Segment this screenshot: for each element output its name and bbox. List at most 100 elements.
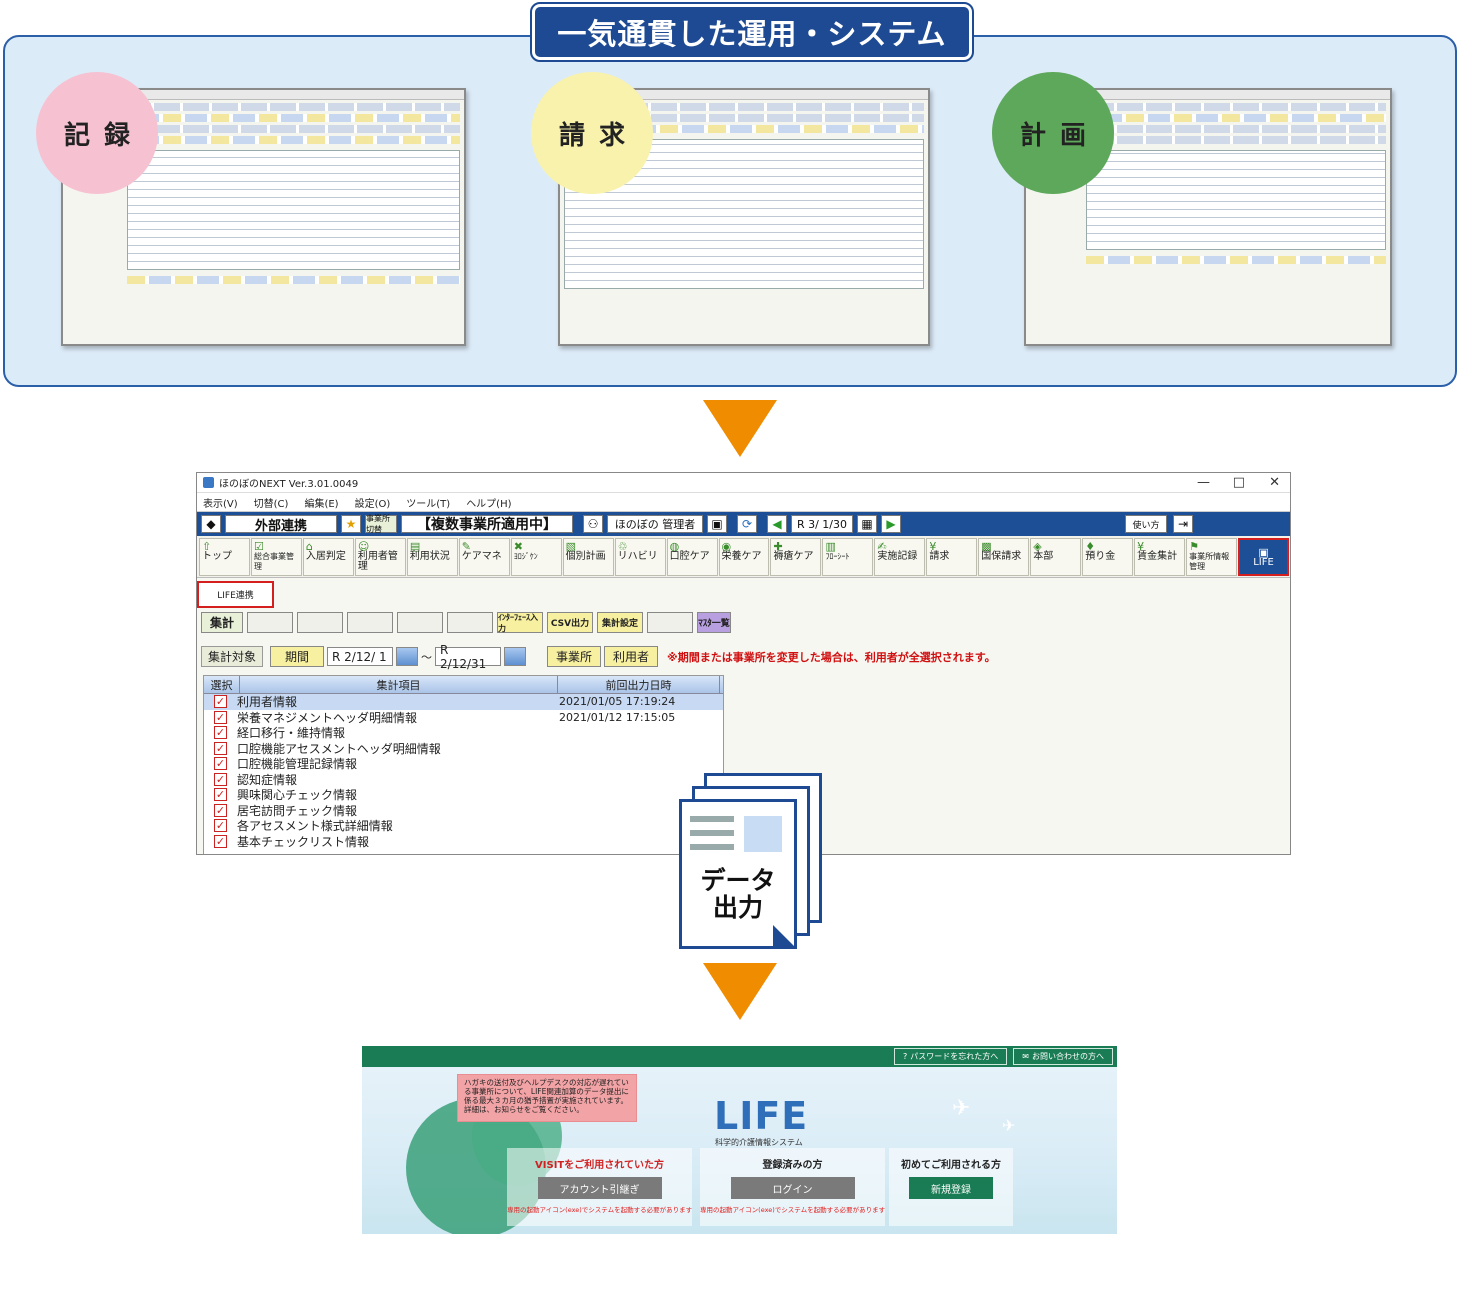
mode-tab-icon-6: ✖ (513, 540, 523, 553)
table-row[interactable]: ✓経口移行・維持情報 (204, 725, 723, 741)
maximize-button[interactable]: □ (1232, 475, 1245, 490)
select-checkbox[interactable]: ✓ (214, 741, 227, 755)
collect-item-name: 認知症情報 (237, 772, 298, 787)
mode-tab-label: リハビリ (617, 551, 658, 562)
mode-tab-label: 本部 (1033, 551, 1054, 562)
exit-icon[interactable]: ⇥ (1173, 515, 1193, 533)
users-icon[interactable]: ⚇ (583, 515, 603, 533)
camera-icon[interactable]: ▣ (707, 515, 727, 533)
header-last-output[interactable]: 前回出力日時 (558, 676, 720, 693)
help-button[interactable]: 使い方 (1125, 515, 1167, 533)
select-checkbox[interactable]: ✓ (214, 710, 227, 724)
menu-item-1[interactable]: 切替(C) (253, 498, 289, 510)
period-to-field[interactable]: R 2/12/31 (435, 643, 502, 671)
forgot-password-link[interactable]: ? パスワードを忘れた方へ (894, 1048, 1008, 1065)
select-checkbox[interactable]: ✓ (214, 757, 227, 771)
mode-tab-icon-7: ▧ (565, 540, 577, 553)
panel-button-2[interactable]: 新規登録 (909, 1177, 993, 1199)
panel-button-0[interactable]: アカウント引継ぎ (537, 1177, 662, 1199)
mode-tab-13[interactable]: ✍実施記録 (874, 538, 926, 576)
plan-label: 計画 (1019, 120, 1100, 151)
menu-item-5[interactable]: ヘルプ(H) (466, 498, 512, 510)
select-checkbox[interactable]: ✓ (214, 819, 227, 833)
mode-tab-icon-16: ◈ (1033, 540, 1042, 553)
mode-tab-label: 栄養ケア (721, 551, 762, 562)
header-select[interactable]: 選択 (204, 676, 240, 693)
mode-tab-12[interactable]: ▥ﾌﾛｰｼｰﾄ (822, 538, 874, 576)
calendar-from-icon[interactable] (396, 647, 419, 666)
period-from-field[interactable]: R 2/12/ 1 (327, 647, 394, 666)
billing-circle: 請求 (531, 72, 653, 194)
collect-setting-button[interactable]: 集計設定 (597, 612, 643, 633)
mode-tab-3[interactable]: ☺利用者管理 (354, 538, 406, 576)
table-row[interactable]: ✓興味関心チェック情報 (204, 787, 723, 803)
data-output-label: データ 出力 (688, 867, 788, 921)
mode-tab-20[interactable]: ▣LIFE (1238, 538, 1290, 576)
calendar-icon[interactable]: ▦ (857, 515, 877, 533)
period-button[interactable]: 期間 (270, 646, 325, 667)
mode-tab-14[interactable]: ¥請求 (926, 538, 978, 576)
office-button[interactable]: 事業所 (547, 646, 602, 667)
header-item[interactable]: 集計項目 (240, 676, 558, 693)
minimize-button[interactable]: — (1197, 475, 1210, 490)
tilde: ～ (421, 650, 433, 664)
last-output-time: 2021/01/05 17:19:24 (559, 695, 676, 709)
mode-tab-label: 実施記録 (877, 551, 918, 562)
table-row[interactable]: ✓各アセスメント様式詳細情報 (204, 818, 723, 834)
contact-link[interactable]: ✉ お問い合わせの方へ (1013, 1048, 1113, 1065)
collect-button[interactable]: 集計 (201, 612, 243, 633)
mode-tab-18[interactable]: ¥賃金集計 (1134, 538, 1186, 576)
mode-tab-5[interactable]: ✎ケアマネ (458, 538, 510, 576)
table-row[interactable]: ✓口腔機能アセスメントヘッダ明細情報 (204, 741, 723, 757)
table-row[interactable]: ✓口腔機能管理記録情報 (204, 756, 723, 772)
mode-tab-7[interactable]: ▧個別計画 (562, 538, 614, 576)
mode-tab-9[interactable]: ◍口腔ケア (666, 538, 718, 576)
calendar-to-icon[interactable] (504, 647, 527, 666)
mode-tab-icon-15: ▩ (981, 540, 992, 553)
select-checkbox[interactable]: ✓ (214, 726, 227, 740)
mode-tab-8[interactable]: ♲リハビリ (614, 538, 666, 576)
user-button[interactable]: 利用者 (604, 646, 659, 667)
prev-arrow-icon[interactable]: ◀ (767, 515, 787, 533)
close-button[interactable]: ✕ (1269, 475, 1280, 490)
mode-tab-2[interactable]: ⌂入居判定 (302, 538, 354, 576)
table-row[interactable]: ✓ 認知症情報 (204, 772, 723, 788)
star-icon[interactable]: ★ (341, 515, 361, 533)
mode-tab-4[interactable]: ▤利用状況 (406, 538, 458, 576)
office-mode: 【複数事業所適用中】 (401, 515, 573, 533)
select-checkbox[interactable]: ✓ (214, 803, 227, 817)
table-row[interactable]: ✓基本チェックリスト情報 (204, 834, 723, 850)
mode-tab-10[interactable]: ◉栄養ケア (718, 538, 770, 576)
select-checkbox[interactable]: ✓ (214, 695, 227, 709)
table-row[interactable]: ✓居宅訪問チェック情報 (204, 803, 723, 819)
panel-button-1[interactable]: ログイン (730, 1177, 855, 1199)
menu-item-2[interactable]: 編集(E) (304, 498, 339, 510)
life-link-tab[interactable]: LIFE連携 (197, 581, 274, 608)
next-arrow-icon[interactable]: ▶ (881, 515, 901, 533)
mode-tab-11[interactable]: ✚褥瘡ケア (770, 538, 822, 576)
mode-tab-19[interactable]: ⚑事業所情報管理 (1186, 538, 1238, 576)
mode-tab-icon-18: ¥ (1137, 540, 1145, 553)
refresh-icon[interactable]: ⟳ (737, 515, 757, 533)
select-checkbox[interactable]: ✓ (214, 788, 227, 802)
mode-tab-16[interactable]: ◈本部 (1030, 538, 1082, 576)
login-panel-1: 登録済みの方ログイン専用の起動アイコン(exe)でシステムを起動する必要がありま… (700, 1148, 885, 1226)
select-checkbox[interactable]: ✓ (214, 772, 227, 786)
menu-item-4[interactable]: ツール(T) (406, 498, 451, 510)
csv-output-button[interactable]: CSV出力 (547, 612, 593, 633)
menu-item-0[interactable]: 表示(V) (203, 498, 238, 510)
mode-tab-15[interactable]: ▩国保請求 (978, 538, 1030, 576)
interface-input-button[interactable]: ｲﾝﾀｰﾌｪｰｽ入力 (497, 612, 543, 633)
mode-tab-0[interactable]: ⇧トップ (199, 538, 250, 576)
mode-tab-6[interactable]: ✖ﾖﾛｼﾞｹﾝ (510, 538, 562, 576)
mode-tab-label: 利用状況 (409, 551, 450, 562)
menu-item-3[interactable]: 設定(O) (354, 498, 391, 510)
mode-tab-17[interactable]: ♦預り金 (1082, 538, 1134, 576)
select-checkbox[interactable]: ✓ (214, 834, 227, 848)
office-switch-button[interactable]: 事業所切替 (365, 514, 397, 534)
back-arrow-icon[interactable]: ◆ (201, 515, 221, 533)
master-list-button[interactable]: ﾏｽﾀ一覧 (697, 612, 731, 633)
mode-tab-1[interactable]: ☑総合事業管理 (250, 538, 302, 576)
